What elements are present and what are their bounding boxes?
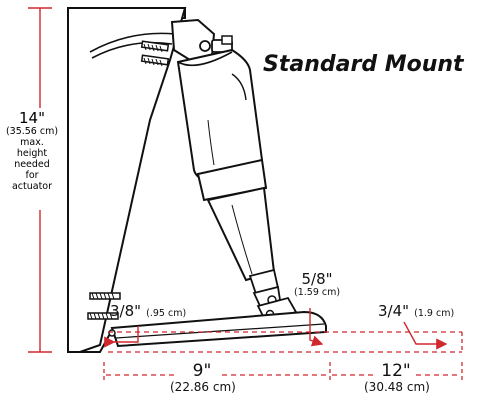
- tab-extension-metric: (1.9 cm): [414, 308, 455, 319]
- screw-icon: [140, 54, 170, 67]
- actuator: [176, 48, 282, 308]
- hinge-offset-arrow: [309, 308, 324, 347]
- tab-extension-arrow: [403, 321, 448, 350]
- height-label: 14" (35.56 cm) max. height needed for ac…: [2, 110, 62, 192]
- diagram-title: Standard Mount: [263, 52, 464, 77]
- dim-12-label: 12" (30.48 cm): [364, 361, 430, 395]
- tab-extension-value: 3/4": [378, 302, 410, 320]
- trim-tab: [108, 310, 327, 348]
- screw-icon: [89, 292, 121, 300]
- height-note-line: needed: [14, 159, 50, 170]
- height-note-line: max.: [20, 137, 44, 148]
- height-metric: (35.56 cm): [5, 126, 59, 137]
- height-note-line: height: [16, 148, 48, 159]
- pivot-offset-label: 3/8" (.95 cm): [110, 301, 186, 320]
- hinge-offset-metric: (1.59 cm): [294, 287, 341, 298]
- hinge-offset-label: 5/8" (1.59 cm): [294, 272, 340, 300]
- dim-9-metric: (22.86 cm): [170, 380, 236, 394]
- dim-12-metric: (30.48 cm): [364, 380, 430, 394]
- reference-lines: [108, 331, 463, 353]
- height-value: 14": [19, 109, 45, 127]
- dim-9-value: 9": [192, 361, 212, 381]
- dim-9-label: 9" (22.86 cm): [170, 361, 236, 395]
- pivot-offset-value: 3/8": [110, 302, 142, 320]
- pivot-offset-arrow: [104, 326, 139, 348]
- screw-icon: [140, 40, 170, 53]
- screw-icon: [87, 312, 119, 320]
- length-dimensions: [103, 362, 463, 382]
- height-note-line: for: [25, 170, 39, 181]
- dim-12-value: 12": [381, 361, 411, 381]
- pivot-offset-metric: (.95 cm): [146, 308, 187, 319]
- hinge-offset-value: 5/8": [301, 270, 333, 288]
- height-dimension: [28, 7, 52, 353]
- height-note-line: actuator: [11, 181, 53, 192]
- transom: [67, 7, 187, 353]
- tab-extension-label: 3/4" (1.9 cm): [378, 301, 454, 320]
